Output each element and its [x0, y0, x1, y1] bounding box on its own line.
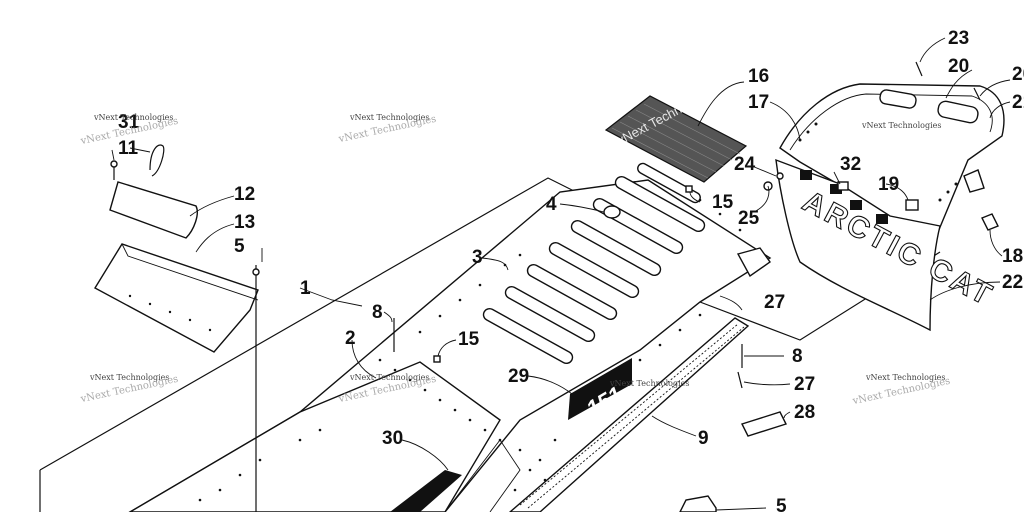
callout-23: 23 [948, 28, 969, 49]
callout-27-top: 27 [764, 292, 785, 313]
hardware [393, 169, 999, 512]
callout-8-left: 8 [372, 302, 383, 323]
callout-3: 3 [472, 247, 483, 268]
callout-17: 17 [748, 92, 769, 113]
rivet-dots [198, 198, 742, 502]
callout-5-bottom: 5 [776, 496, 787, 512]
mat-16: vNext Technologies [604, 82, 748, 183]
callout-11: 11 [118, 138, 139, 159]
callout-2: 2 [345, 328, 356, 349]
callout-15-right: 15 [712, 192, 734, 213]
callout-20-a: 20 [948, 56, 969, 77]
callout-16: 16 [748, 66, 769, 87]
watermark-3: vNext Technologies [861, 121, 941, 130]
rail-texture [519, 323, 745, 509]
callout-27-bottom: 27 [794, 374, 815, 395]
callout-13: 13 [234, 212, 255, 233]
watermark-2: vNext Technologies [349, 113, 429, 122]
callout-25: 25 [738, 208, 760, 229]
heat-exchanger-black [390, 470, 462, 512]
watermark-1: vNext Technologies [93, 113, 173, 122]
callout-30: 30 [382, 428, 403, 449]
watermark-6: vNext Technologies [609, 379, 689, 388]
tunnel-assembly [128, 162, 772, 512]
callout-24: 24 [734, 154, 756, 175]
leader-lines [111, 37, 1011, 511]
callout-9: 9 [698, 428, 709, 449]
callout-29: 29 [508, 366, 529, 387]
watermark-5: vNext Technologies [349, 373, 429, 382]
callout-22: 22 [1002, 272, 1023, 293]
callout-5-left: 5 [234, 236, 245, 257]
callout-12: 12 [234, 184, 255, 205]
callout-8-right: 8 [792, 346, 803, 367]
callout-20-b: 20 [1012, 64, 1024, 85]
tunnel-slots [482, 162, 706, 365]
callout-19: 19 [878, 174, 899, 195]
callout-31: 31 [118, 112, 140, 133]
callout-4: 4 [546, 194, 557, 215]
callout-15-left: 15 [458, 329, 480, 350]
callout-32: 32 [840, 154, 861, 175]
callout-21: 21 [1012, 92, 1024, 113]
callout-18: 18 [1002, 246, 1023, 267]
watermark-4: vNext Technologies [89, 373, 169, 382]
left-components [94, 144, 260, 512]
watermark-7: vNext Technologies [865, 373, 945, 382]
callout-1: 1 [300, 278, 311, 299]
callout-numbers: 1 2 3 4 5 5 8 8 9 11 12 13 15 15 16 17 1… [118, 28, 1024, 512]
callout-28: 28 [794, 402, 815, 423]
